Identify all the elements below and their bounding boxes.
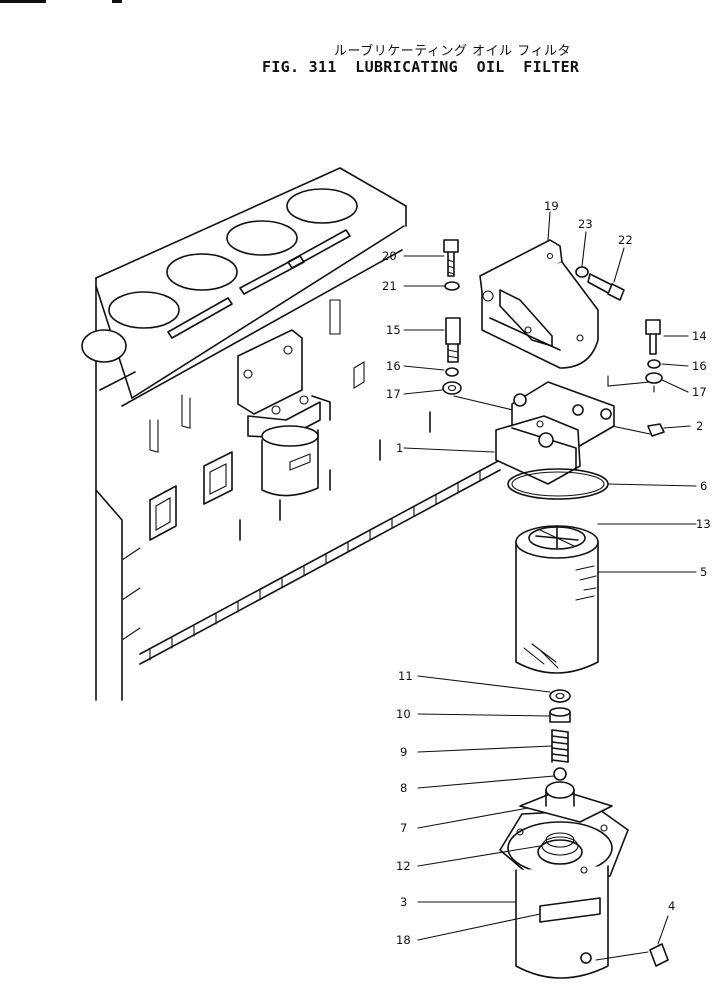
callout-17-right: 17 (692, 385, 707, 399)
callout-11: 11 (398, 669, 413, 683)
callout-12: 12 (396, 859, 411, 873)
callout-16-right: 16 (692, 359, 707, 373)
callout-21: 21 (382, 279, 397, 293)
callout-15: 15 (386, 323, 401, 337)
leader-lines (403, 211, 697, 945)
callout-17: 17 (386, 387, 401, 401)
filter-element-drawing (515, 525, 599, 674)
callout-19: 19 (544, 199, 559, 213)
callout-2: 2 (696, 419, 703, 433)
callout-6: 6 (700, 479, 707, 493)
callout-4: 4 (668, 899, 675, 913)
callout-8: 8 (400, 781, 407, 795)
filter-head-drawing (495, 381, 615, 485)
corner-mark (112, 0, 122, 3)
callout-13: 13 (696, 517, 711, 531)
corner-mark (0, 0, 46, 3)
valve-parts-drawing (549, 689, 571, 781)
callout-5: 5 (700, 565, 707, 579)
figure-title-japanese: ルーブリケーティング オイル フィルタ (334, 44, 571, 59)
mounting-bracket-drawing (479, 239, 599, 369)
callout-14: 14 (692, 329, 707, 343)
callout-23: 23 (578, 217, 593, 231)
callout-16: 16 (386, 359, 401, 373)
callout-18: 18 (396, 933, 411, 947)
callout-3: 3 (400, 895, 407, 909)
callout-20: 20 (382, 249, 397, 263)
engine-block-drawing (81, 167, 501, 701)
hardware-drawing (442, 239, 665, 437)
figure-title: FIG. 311 LUBRICATING OIL FILTER (262, 58, 580, 76)
callout-labels: 19 23 22 20 21 15 16 17 14 16 17 2 1 6 1… (382, 199, 711, 947)
filter-housing-drawing (499, 781, 669, 979)
callout-10: 10 (396, 707, 411, 721)
callout-22: 22 (618, 233, 633, 247)
callout-7: 7 (400, 821, 407, 835)
callout-1: 1 (396, 441, 403, 455)
callout-9: 9 (400, 745, 407, 759)
